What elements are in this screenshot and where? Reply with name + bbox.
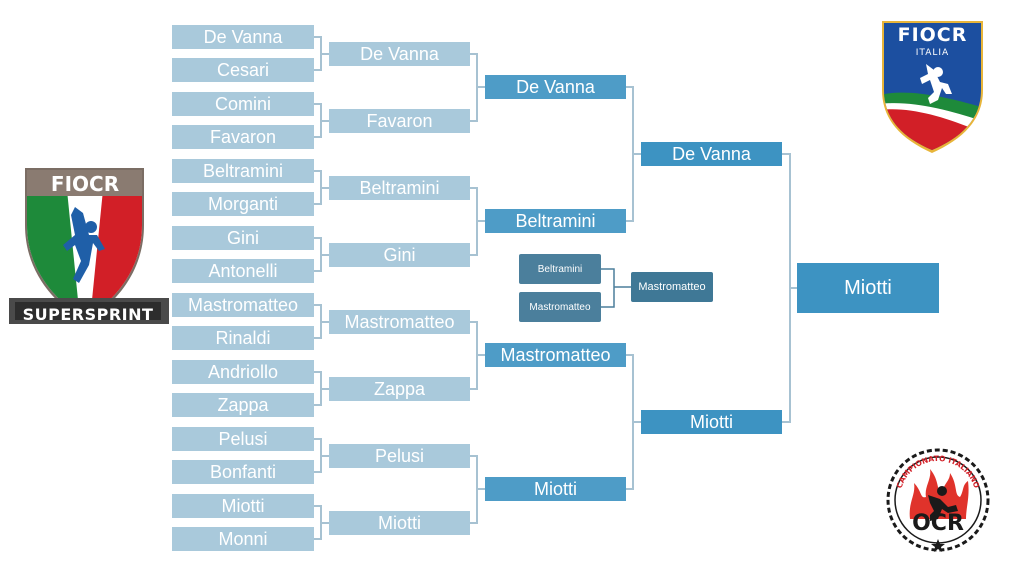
player-name: Favaron [366, 110, 433, 131]
badge-icon: CAMPIONATO ITALIANO [886, 448, 990, 552]
r1-match-box: Monni [172, 527, 314, 551]
player-name: Andriollo [207, 361, 279, 382]
r1-match-box: Zappa [172, 393, 314, 417]
r2-match-box: Gini [329, 243, 470, 267]
fiocr-italia-logo: FIOCR ITALIA [880, 20, 985, 155]
r2-match-box: Zappa [329, 377, 470, 401]
semifinal-box: De Vanna [641, 142, 782, 166]
r1-match-box: Rinaldi [172, 326, 314, 350]
logo-main-text: OCR [912, 511, 964, 536]
player-name: Miotti [221, 495, 265, 516]
r3-match-box: Miotti [485, 477, 626, 501]
logo-banner-text: SUPERSPRINT [22, 305, 154, 324]
r2-match-box: De Vanna [329, 42, 470, 66]
player-name: Zappa [373, 378, 426, 399]
r2-match-box: Favaron [329, 109, 470, 133]
player-name: Mastromatteo [529, 301, 591, 313]
bracket-connector [626, 86, 641, 222]
bracket-connector [470, 187, 485, 256]
logo-org-text: FIOCR [897, 24, 968, 46]
player-name: Mastromatteo [500, 344, 611, 365]
bracket-connector [470, 53, 485, 122]
r1-match-box: Andriollo [172, 360, 314, 384]
player-name: De Vanna [516, 76, 595, 97]
player-name: Comini [214, 93, 271, 114]
semifinal-box: Miotti [641, 410, 782, 434]
r1-match-box: Favaron [172, 125, 314, 149]
logo-sub-text: ITALIA [915, 48, 950, 58]
bracket-connector [314, 505, 329, 540]
bracket-connector [314, 170, 329, 205]
bracket-connector [470, 455, 485, 524]
r2-match-box: Beltramini [329, 176, 470, 200]
third-place-player-box: Mastromatteo [519, 292, 601, 322]
player-name: Pelusi [374, 445, 425, 466]
player-name: Beltramini [202, 160, 284, 181]
player-name: Cesari [216, 59, 269, 80]
player-name: Mastromatteo [187, 294, 299, 315]
player-name: Bonfanti [209, 461, 277, 482]
r1-match-box: Bonfanti [172, 460, 314, 484]
player-name: Beltramini [359, 177, 440, 198]
player-name: Gini [383, 244, 416, 265]
player-name: Beltramini [515, 210, 596, 231]
bracket-connector [782, 153, 797, 423]
campionato-italiano-ocr-logo: CAMPIONATO ITALIANO OCR [884, 447, 992, 553]
player-name: Monni [218, 528, 268, 549]
champion-box: Miotti [797, 263, 939, 313]
player-name: Mastromatteo [344, 311, 455, 332]
logo-org-text: FIOCR [51, 172, 119, 196]
shield-icon [882, 21, 983, 153]
r3-match-box: Beltramini [485, 209, 626, 233]
r1-match-box: Mastromatteo [172, 293, 314, 317]
r1-match-box: Gini [172, 226, 314, 250]
third-place-player-box: Beltramini [519, 254, 601, 284]
fiocr-supersprint-logo: FIOCR SUPERSPRINT [5, 165, 170, 335]
bracket-connector [626, 354, 641, 490]
bracket-connector [470, 321, 485, 390]
third-place-winner-box: Mastromatteo [631, 272, 713, 302]
player-name: Miotti [689, 411, 733, 432]
r2-match-box: Mastromatteo [329, 310, 470, 334]
r1-match-box: Morganti [172, 192, 314, 216]
bracket-connector [314, 438, 329, 473]
bracket-connector [314, 36, 329, 71]
player-name: Antonelli [208, 260, 278, 281]
bracket-connector [314, 237, 329, 272]
player-name: Pelusi [218, 428, 268, 449]
player-name: Mastromatteo [638, 281, 706, 293]
r2-match-box: Miotti [329, 511, 470, 535]
player-name: Miotti [377, 512, 421, 533]
champion-name: Miotti [844, 276, 892, 299]
shield-icon: FIOCR [9, 168, 169, 324]
player-name: De Vanna [360, 43, 439, 64]
r3-match-box: De Vanna [485, 75, 626, 99]
bracket-connector [314, 371, 329, 406]
bracket-connector [314, 103, 329, 138]
bracket-connector [601, 268, 631, 308]
r3-match-box: Mastromatteo [485, 343, 626, 367]
r1-match-box: Cesari [172, 58, 314, 82]
r1-match-box: Pelusi [172, 427, 314, 451]
player-name: Gini [226, 227, 259, 248]
r1-match-box: Comini [172, 92, 314, 116]
r1-match-box: Antonelli [172, 259, 314, 283]
player-name: Zappa [217, 394, 269, 415]
r1-match-box: Miotti [172, 494, 314, 518]
r1-match-box: De Vanna [172, 25, 314, 49]
player-name: De Vanna [203, 26, 283, 47]
bracket-connector [314, 304, 329, 339]
player-name: Favaron [209, 126, 277, 147]
r2-match-box: Pelusi [329, 444, 470, 468]
player-name: Beltramini [537, 263, 583, 275]
player-name: Miotti [533, 478, 577, 499]
player-name: Morganti [207, 193, 279, 214]
r1-match-box: Beltramini [172, 159, 314, 183]
player-name: Rinaldi [215, 327, 271, 348]
player-name: De Vanna [672, 143, 751, 164]
